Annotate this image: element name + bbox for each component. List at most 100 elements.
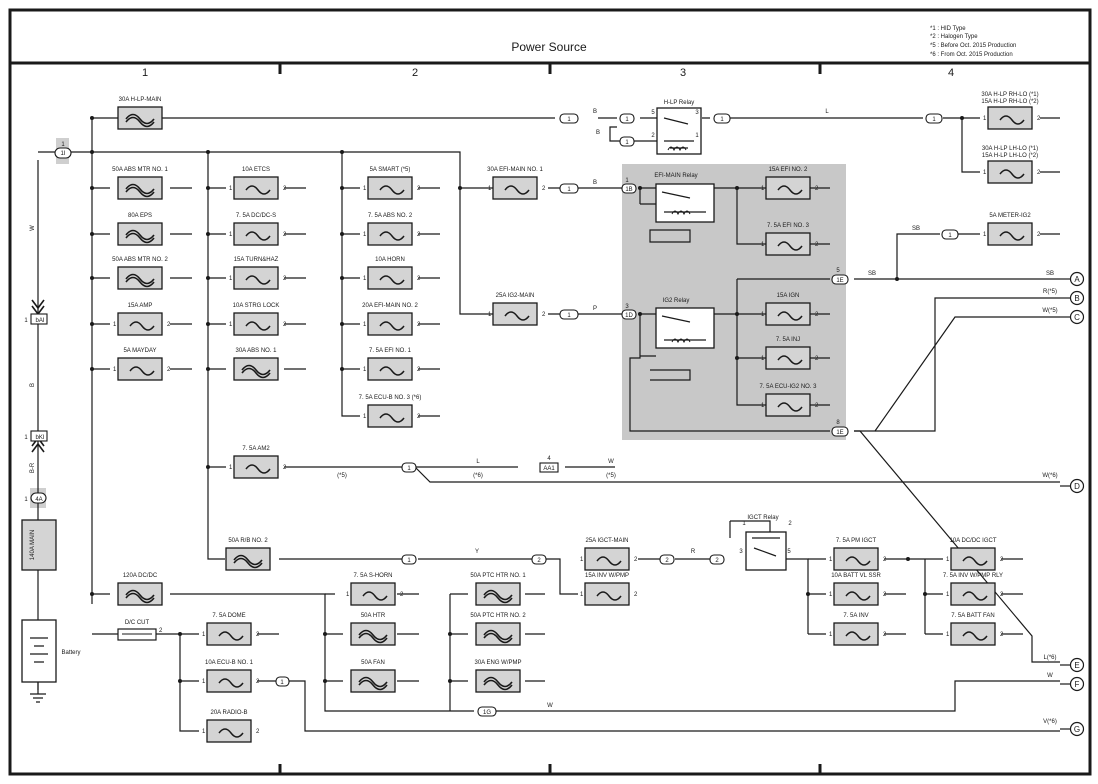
f-amp-pin1: 1 bbox=[113, 322, 117, 328]
f-abs1-fuse: 30A ABS NO. 1 bbox=[233, 348, 279, 381]
f-igct-main-pin2: 2 bbox=[634, 557, 638, 563]
f-dcdc-s-pin1: 1 bbox=[229, 232, 233, 238]
f-hlp-rh-pin1: 1 bbox=[983, 116, 987, 122]
wire-l6: L(*6) bbox=[1043, 655, 1056, 661]
f-efi3-pin1: 1 bbox=[761, 242, 765, 248]
f-smart-pin1: 1 bbox=[363, 186, 367, 192]
pin-igct-2: 2 bbox=[788, 521, 792, 527]
f-amp-fuse: 15A AMP 1 2 bbox=[113, 303, 171, 336]
column-1: 1 bbox=[142, 67, 148, 79]
note-3: *5 : Before Oct. 2015 Production bbox=[930, 43, 1016, 49]
output-terminal-b: B bbox=[1060, 290, 1085, 306]
f-batt-fan-pin1: 1 bbox=[946, 632, 950, 638]
annot-s5-2: (*5) bbox=[606, 473, 616, 479]
output-circle-e bbox=[1069, 657, 1085, 673]
dc-cut-label: D/C CUT bbox=[125, 620, 150, 626]
conn-igct-2: 2 bbox=[715, 558, 719, 564]
f-mayday-pin2: 2 bbox=[167, 367, 171, 373]
f-horn-pin1: 1 bbox=[363, 276, 367, 282]
f-eps-fuse: 80A EPS bbox=[117, 213, 163, 246]
f-fan-fuse: 50A FAN bbox=[350, 660, 396, 693]
f-turn-haz-label: 15A TURN&HAZ bbox=[234, 257, 279, 263]
f-efi1-label: 7. 5A EFI NO. 1 bbox=[369, 348, 412, 354]
output-label-e: E bbox=[1074, 661, 1079, 670]
pin-1e-5: 5 bbox=[836, 268, 840, 274]
pin-hlp-3: 3 bbox=[695, 110, 699, 116]
f-abs2-label: 7. 5A ABS NO. 2 bbox=[368, 213, 413, 219]
f-ptc1-fuse: 50A PTC HTR NO. 1 bbox=[470, 573, 526, 606]
battery-label: Battery bbox=[61, 650, 80, 656]
f-ign-pin1: 1 bbox=[761, 312, 765, 318]
f-dcdc-s-pin2: 2 bbox=[283, 232, 287, 238]
f-hlp-lh-pin1: 1 bbox=[983, 170, 987, 176]
annot-s6: (*6) bbox=[473, 473, 483, 479]
note-4: *6 : From Oct. 2015 Production bbox=[930, 52, 1013, 58]
conn-hlp-rh: 1 bbox=[932, 117, 936, 123]
left-conn-1i: 1I bbox=[60, 151, 65, 157]
f-fan-label: 50A FAN bbox=[361, 660, 385, 666]
f-ecub1-pin1: 1 bbox=[202, 679, 206, 685]
hlp-relay bbox=[656, 107, 702, 155]
f-abs-mtr1-fuse: 50A ABS MTR NO. 1 bbox=[112, 167, 169, 200]
f-etcs-label: 10A ETCS bbox=[242, 167, 270, 173]
wire-b-1: B bbox=[593, 109, 597, 115]
f-amp-label: 15A AMP bbox=[128, 303, 153, 309]
f-rb2-label: 50A R/B NO. 2 bbox=[228, 538, 268, 544]
wire-w-left: W bbox=[30, 225, 36, 231]
column-3: 3 bbox=[680, 67, 686, 79]
f-batt-vl-pin2: 2 bbox=[883, 592, 887, 598]
f-batt-fan-label: 7. 5A BATT FAN bbox=[951, 613, 994, 619]
f-ecub3-pin2: 2 bbox=[417, 414, 421, 420]
wire-sb-1: SB bbox=[912, 226, 920, 232]
wiring bbox=[91, 117, 1060, 732]
f-turn-haz-pin1: 1 bbox=[229, 276, 233, 282]
wire-p: P bbox=[593, 306, 597, 312]
f-htr-fuse: 50A HTR bbox=[350, 613, 396, 646]
conn-aa1: AA1 bbox=[543, 466, 555, 472]
column-4: 4 bbox=[948, 67, 954, 79]
f-inv-wpmp-label: 15A INV W/PMP bbox=[585, 573, 629, 579]
wire-v6: V(*6) bbox=[1043, 719, 1057, 725]
f-ig2-main-pin1: 1 bbox=[488, 312, 492, 318]
hlp-relay-label: H-LP Relay bbox=[664, 100, 695, 106]
f-abs2-pin1: 1 bbox=[363, 232, 367, 238]
conn-hlp-in: 1 bbox=[567, 117, 571, 123]
conn-1d: 1D bbox=[625, 313, 633, 319]
output-circle-d bbox=[1069, 478, 1085, 494]
wire-w-2: W bbox=[608, 459, 614, 465]
f-efi3-pin2: 2 bbox=[815, 242, 819, 248]
conn-hlp-relay-1: 1 bbox=[625, 117, 629, 123]
efi-main-relay bbox=[655, 183, 715, 223]
output-terminal-d: D bbox=[1060, 478, 1085, 494]
wire-b-left: B bbox=[30, 383, 36, 387]
f-efi1-pin2: 2 bbox=[417, 367, 421, 373]
wire-r5: R(*5) bbox=[1043, 289, 1057, 295]
f-igct-main-pin1: 1 bbox=[580, 557, 584, 563]
f-ptc2-label: 50A PTC HTR NO. 2 bbox=[470, 613, 526, 619]
column-numbers: 1 2 3 4 bbox=[142, 67, 954, 79]
f-radio-pin2: 2 bbox=[256, 729, 260, 735]
f-abs-mtr2-fuse: 50A ABS MTR NO. 2 bbox=[112, 257, 169, 290]
f-hlp-main-label: 30A H-LP-MAIN bbox=[119, 97, 162, 103]
f-amp-pin2: 2 bbox=[167, 322, 171, 328]
f-pm-igct-label: 7. 5A PM IGCT bbox=[836, 538, 877, 544]
conn-rb2-2: 2 bbox=[537, 558, 541, 564]
conn-igct-1: 2 bbox=[665, 558, 669, 564]
f-rb2-fuse: 50A R/B NO. 2 bbox=[225, 538, 271, 571]
conn-efi-in: 1 bbox=[567, 187, 571, 193]
f-efi-main2-pin1: 1 bbox=[363, 322, 367, 328]
f-hlp-main-fuse: 30A H-LP-MAIN bbox=[117, 97, 163, 130]
f-efi2-pin2: 2 bbox=[815, 186, 819, 192]
f-hlp-lh-label-2: 15A H-LP LH-LO (*2) bbox=[982, 153, 1038, 159]
f-dcdc-igct-label: 10A DC/DC IGCT bbox=[949, 538, 996, 544]
f-inj-pin1: 1 bbox=[761, 356, 765, 362]
f-efi-main1-label: 30A EFI-MAIN NO. 1 bbox=[487, 167, 543, 173]
